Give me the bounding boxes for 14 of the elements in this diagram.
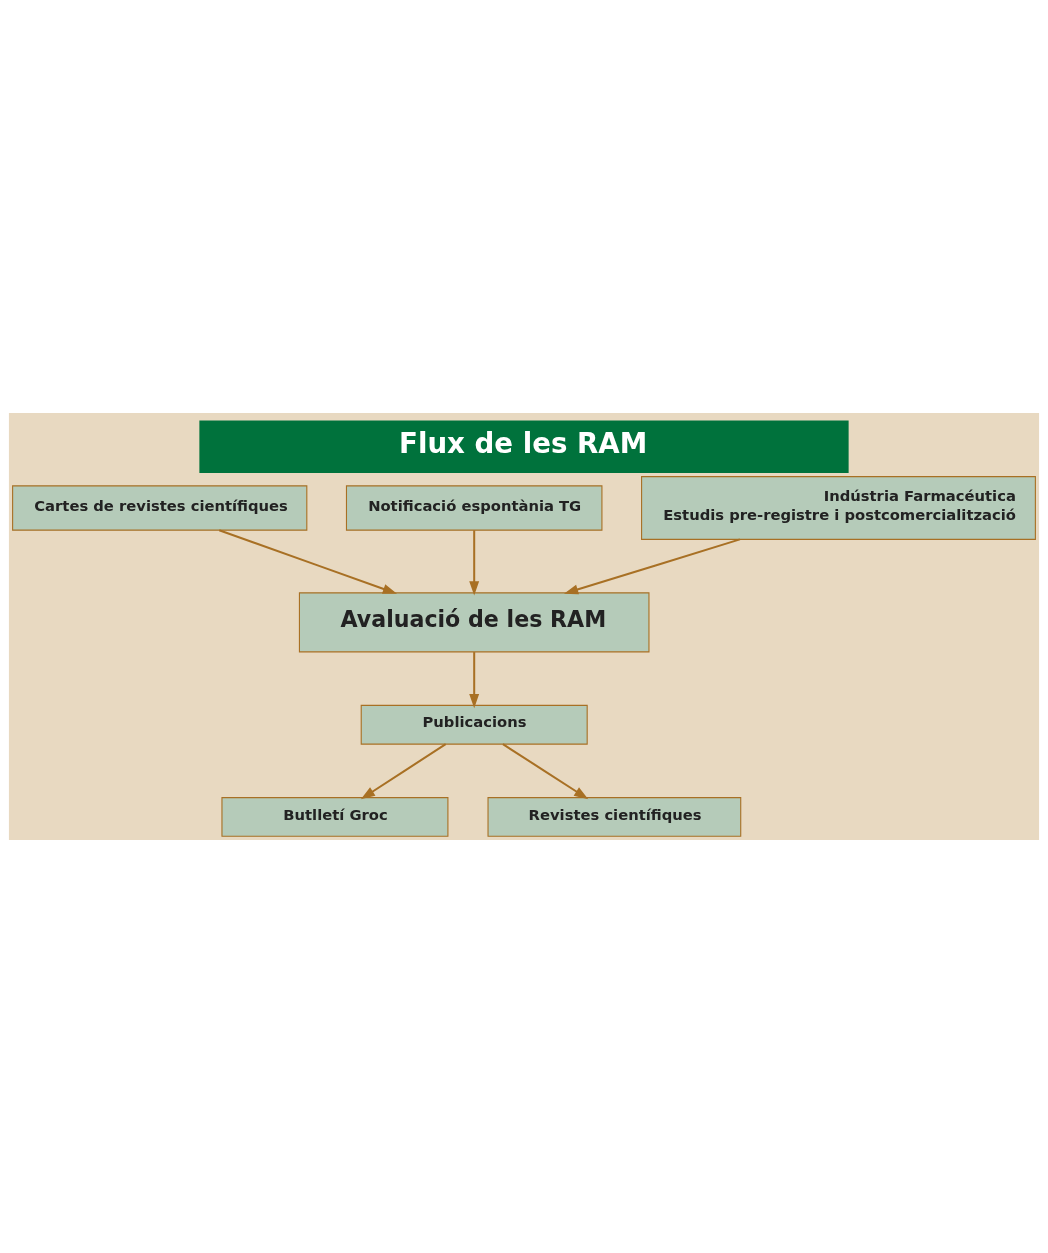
node-box: Cartes de revistes científiques (12, 485, 308, 531)
diagram-title: Flux de les RAM (399, 427, 648, 461)
arrow (469, 530, 480, 596)
arrow (502, 743, 589, 800)
node-box: Indústria Farmacéutica Estudis pre-registre i postcomercialització (641, 476, 1036, 540)
node-box: Butlletí Groc (221, 797, 449, 837)
node-box: Revistes científiques (487, 797, 742, 837)
arrow (563, 538, 741, 595)
node-box: Notificació espontània TG (345, 485, 603, 531)
node-box: Publicacions (360, 704, 588, 745)
arrow (469, 652, 480, 709)
arrow (218, 529, 398, 594)
arrow (360, 743, 447, 800)
node-box: Avaluació de les RAM (298, 592, 650, 653)
